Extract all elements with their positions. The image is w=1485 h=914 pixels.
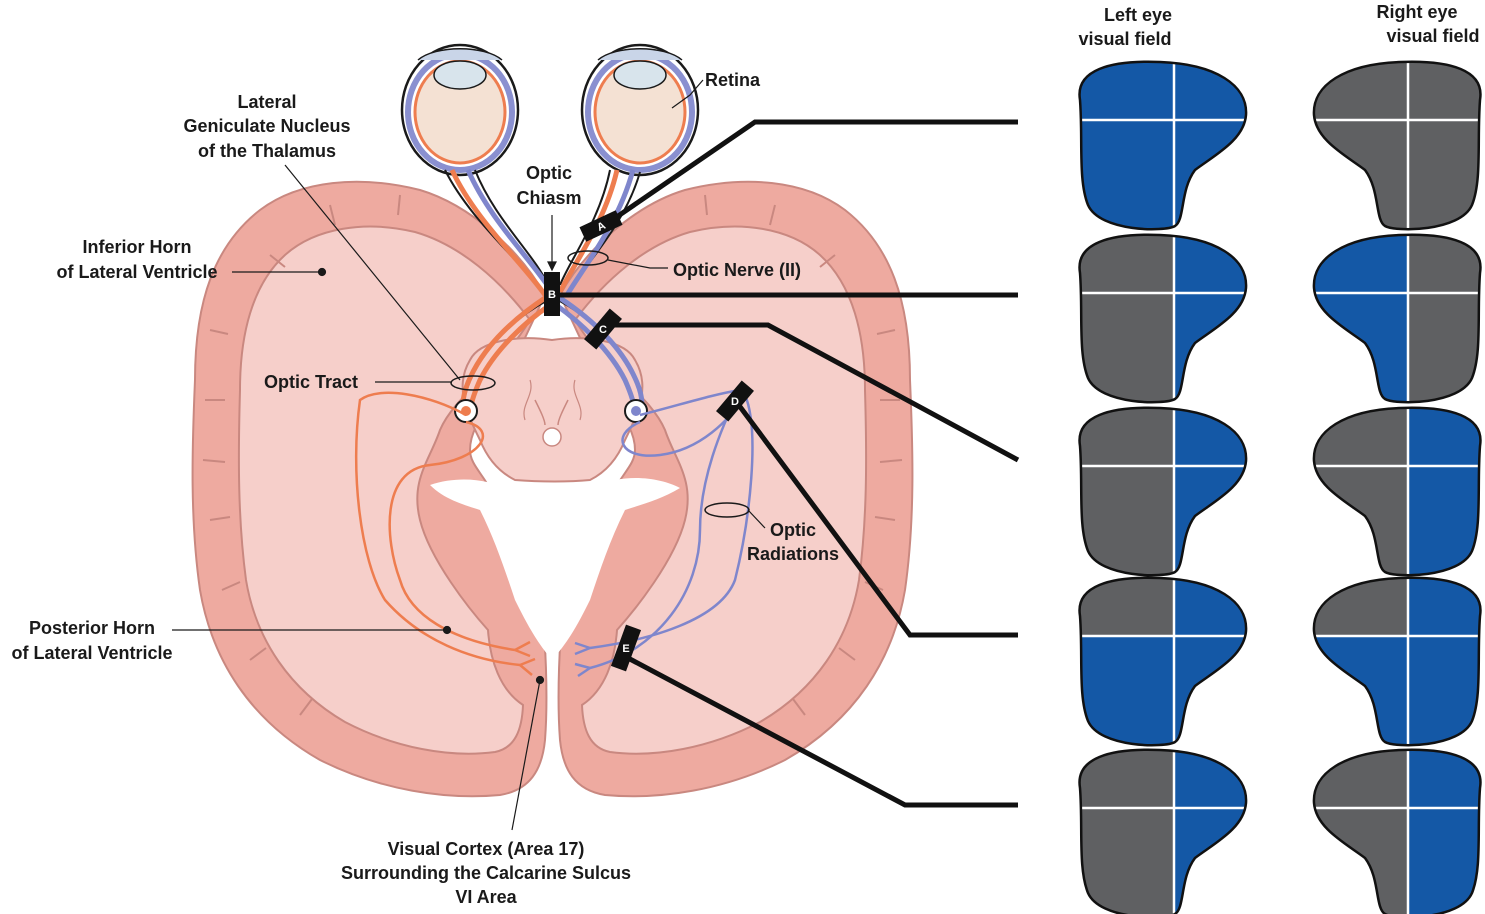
visual-field-quadrant-lr bbox=[1408, 636, 1481, 746]
label-posterior-horn: Posterior Horn of Lateral Ventricle bbox=[11, 618, 172, 663]
label-optic-radiations-line-1: Optic bbox=[770, 520, 816, 540]
label-optic-chiasm-line-1: Optic bbox=[526, 163, 572, 183]
cerebral-aqueduct bbox=[542, 427, 562, 447]
right-white-matter bbox=[573, 225, 868, 755]
label-visual-cortex-line-1: Visual Cortex (Area 17) bbox=[388, 839, 585, 859]
visual-field-b-left-eye bbox=[1078, 233, 1248, 404]
visual-field-d-left-eye bbox=[1078, 576, 1248, 747]
lesion-letter-d: D bbox=[731, 396, 739, 408]
visual-field-quadrant-ll bbox=[1080, 808, 1174, 914]
label-visual-cortex-line-3: VI Area bbox=[455, 887, 517, 907]
header-right-eye-line-2: visual field bbox=[1386, 26, 1479, 46]
visual-field-grid bbox=[1078, 60, 1482, 914]
visual-field-quadrant-ll bbox=[1080, 293, 1174, 403]
label-optic-chiasm: Optic Chiasm bbox=[516, 163, 581, 208]
optic-radiations bbox=[354, 388, 754, 678]
header-left-eye: Left eye visual field bbox=[1078, 5, 1172, 49]
visual-field-quadrant-ul bbox=[1314, 235, 1408, 293]
lesion-marker-c: C bbox=[584, 308, 622, 350]
lesion-marker-b: B bbox=[544, 272, 560, 316]
label-optic-tract: Optic Tract bbox=[264, 372, 358, 392]
visual-field-quadrant-ur bbox=[1408, 62, 1481, 120]
visual-field-quadrant-ll bbox=[1080, 120, 1174, 230]
lesion-letter-b: B bbox=[548, 289, 556, 301]
label-lgn-line-1: Lateral bbox=[237, 92, 296, 112]
visual-field-quadrant-ll bbox=[1080, 466, 1174, 576]
label-optic-radiations-line-2: Radiations bbox=[747, 544, 839, 564]
visual-field-b-right-eye bbox=[1312, 233, 1482, 404]
lesion-connectors bbox=[552, 119, 1020, 808]
label-lgn-line-2: Geniculate Nucleus bbox=[183, 116, 350, 136]
visual-field-a-right-eye bbox=[1312, 60, 1482, 231]
visual-field-quadrant-ur bbox=[1408, 235, 1481, 293]
header-left-eye-line-2: visual field bbox=[1078, 29, 1171, 49]
visual-field-quadrant-lr bbox=[1408, 466, 1481, 576]
visual-field-quadrant-lr bbox=[1408, 293, 1481, 403]
header-right-eye: Right eye visual field bbox=[1376, 2, 1479, 46]
visual-field-quadrant-ll bbox=[1314, 808, 1408, 914]
label-visual-cortex: Visual Cortex (Area 17) Surrounding the … bbox=[341, 839, 631, 907]
left-white-matter bbox=[237, 225, 532, 755]
right-eyeball bbox=[580, 43, 700, 177]
header-left-eye-line-1: Left eye bbox=[1104, 5, 1172, 25]
label-visual-cortex-line-2: Surrounding the Calcarine Sulcus bbox=[341, 863, 631, 883]
visual-field-e-right-eye bbox=[1312, 748, 1482, 914]
header-right-eye-line-1: Right eye bbox=[1376, 2, 1457, 22]
visual-field-quadrant-ur bbox=[1408, 408, 1481, 466]
visual-field-quadrant-ll bbox=[1314, 120, 1408, 230]
lesion-letter-e: E bbox=[622, 643, 629, 655]
label-inferior-horn-line-1: Inferior Horn bbox=[82, 237, 191, 257]
visual-field-e-left-eye bbox=[1078, 748, 1248, 914]
label-posterior-horn-line-1: Posterior Horn bbox=[29, 618, 155, 638]
label-posterior-horn-line-2: of Lateral Ventricle bbox=[11, 643, 172, 663]
label-leaders bbox=[172, 79, 766, 831]
visual-field-quadrant-ll bbox=[1314, 293, 1408, 403]
label-retina: Retina bbox=[705, 70, 761, 90]
visual-field-quadrant-lr bbox=[1408, 120, 1481, 230]
visual-field-quadrant-ul bbox=[1314, 408, 1408, 466]
label-optic-chiasm-line-2: Chiasm bbox=[516, 188, 581, 208]
visual-field-quadrant-ll bbox=[1314, 636, 1408, 746]
visual-field-c-right-eye bbox=[1312, 406, 1482, 577]
label-lgn: Lateral Geniculate Nucleus of the Thalam… bbox=[183, 92, 350, 161]
visual-field-quadrant-ul bbox=[1314, 750, 1408, 808]
left-eyeball bbox=[400, 43, 520, 177]
lesion-marker-a: A bbox=[579, 210, 623, 242]
visual-field-quadrant-ul bbox=[1314, 578, 1408, 636]
label-optic-nerve: Optic Nerve (II) bbox=[673, 260, 801, 280]
visual-field-quadrant-ur bbox=[1408, 750, 1481, 808]
visual-field-c-left-eye bbox=[1078, 406, 1248, 577]
visual-field-d-right-eye bbox=[1312, 576, 1482, 747]
brain-section bbox=[191, 180, 914, 798]
ventricle-gap bbox=[430, 477, 680, 660]
visual-field-quadrant-ul bbox=[1314, 62, 1408, 120]
visual-field-quadrant-ll bbox=[1080, 636, 1174, 746]
visual-field-quadrant-lr bbox=[1408, 808, 1481, 914]
label-inferior-horn: Inferior Horn of Lateral Ventricle bbox=[56, 237, 217, 282]
visual-field-quadrant-ur bbox=[1408, 578, 1481, 636]
label-optic-radiations: Optic Radiations bbox=[747, 520, 839, 564]
lesion-letter-c: C bbox=[599, 324, 607, 336]
visual-field-quadrant-ll bbox=[1314, 466, 1408, 576]
visual-field-a-left-eye bbox=[1078, 60, 1248, 231]
lesion-marker-e: E bbox=[610, 624, 642, 672]
label-inferior-horn-line-2: of Lateral Ventricle bbox=[56, 262, 217, 282]
label-lgn-line-3: of the Thalamus bbox=[198, 141, 336, 161]
lesion-marker-d: D bbox=[716, 380, 754, 422]
